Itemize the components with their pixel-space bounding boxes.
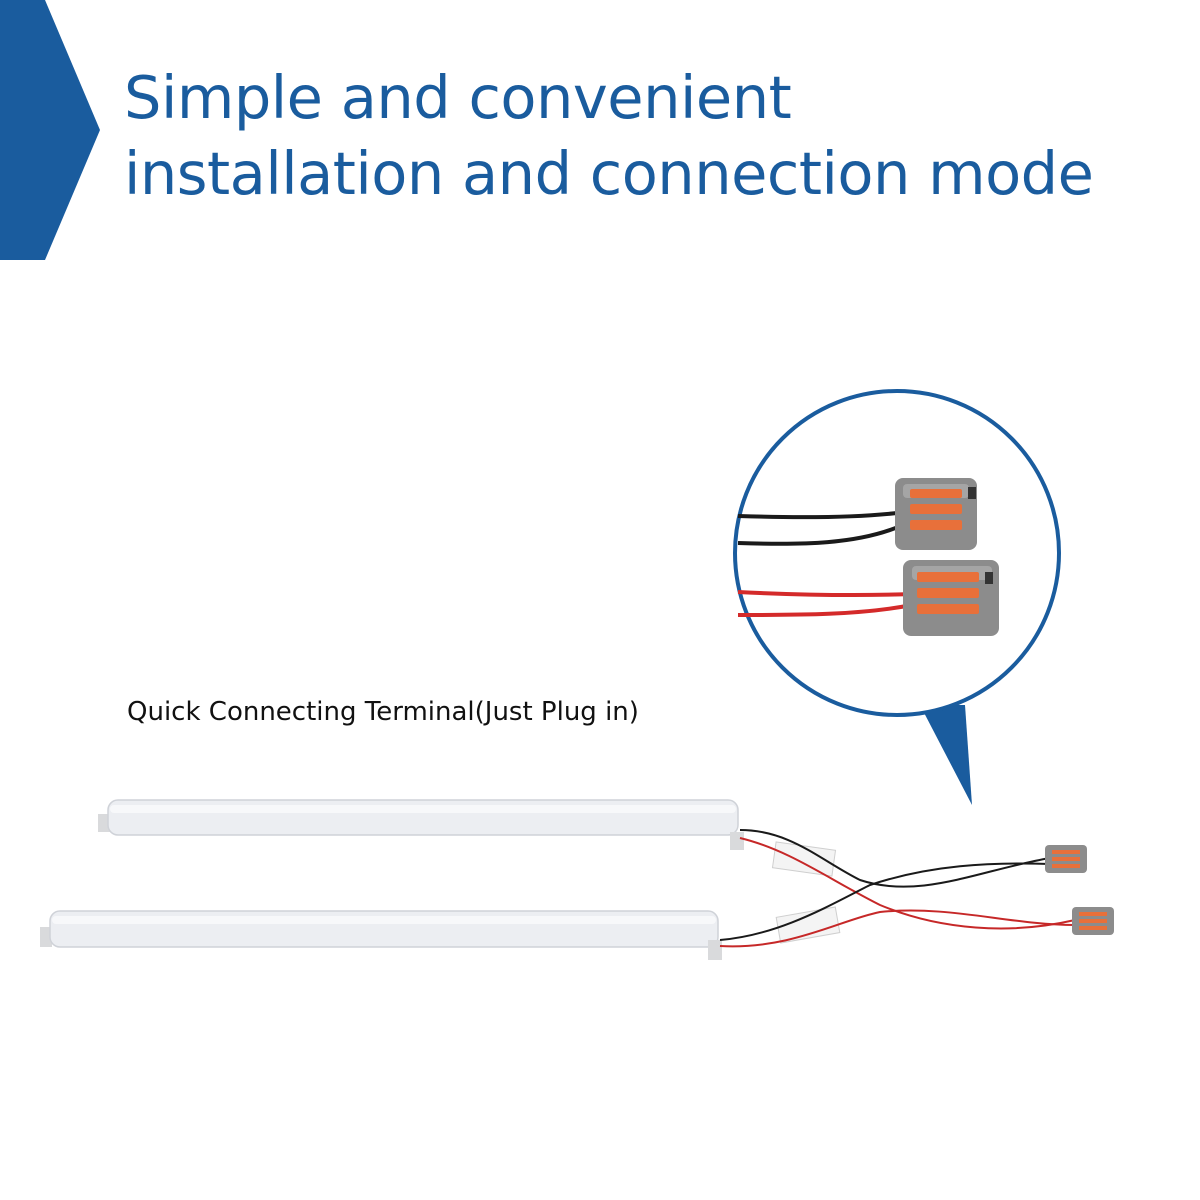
small-connector-bottom [1072, 907, 1114, 935]
small-connector-top [1045, 845, 1087, 873]
led-tube-bottom [40, 910, 722, 960]
black-wire-pair [737, 510, 906, 520]
callout-pointer [920, 705, 972, 805]
callout-caption: Quick Connecting Terminal(Just Plug in) [127, 697, 639, 727]
red-wire-pair [737, 590, 913, 598]
top-lever-connector [895, 478, 977, 550]
magnified-connector-view [733, 389, 1061, 717]
corner-arrow-shape [0, 0, 100, 260]
tube-wiring [739, 829, 1051, 888]
page-title: Simple and convenient installation and c… [124, 60, 1184, 212]
title-line-1: Simple and convenient [124, 63, 792, 132]
title-line-2: installation and connection mode [124, 139, 1094, 208]
bottom-lever-connector [903, 560, 999, 636]
led-tube-top [98, 799, 744, 850]
wire-label-tag [775, 906, 841, 944]
wire-label-tag [771, 841, 837, 877]
